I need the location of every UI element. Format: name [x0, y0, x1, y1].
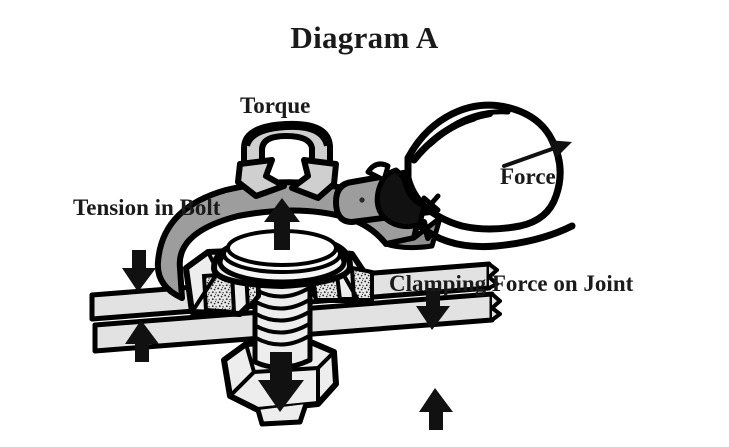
torque-arrow-icon [235, 120, 339, 201]
force-arrow-icon [502, 140, 572, 168]
torque-label: Torque [240, 93, 311, 118]
force-label: Force [500, 164, 556, 189]
hand [374, 101, 576, 251]
tension-arrow-icon [264, 198, 300, 250]
clamping-force-on-joint-label: Clamping Force on Joint [389, 271, 634, 296]
tension-in-bolt-label: Tension in Bolt [73, 195, 221, 220]
page-title: Diagram A [290, 20, 439, 55]
clamping-arrows-right [416, 288, 453, 430]
clamping-arrows-left [122, 250, 159, 362]
lower-nut-down-arrow-icon [258, 352, 304, 412]
